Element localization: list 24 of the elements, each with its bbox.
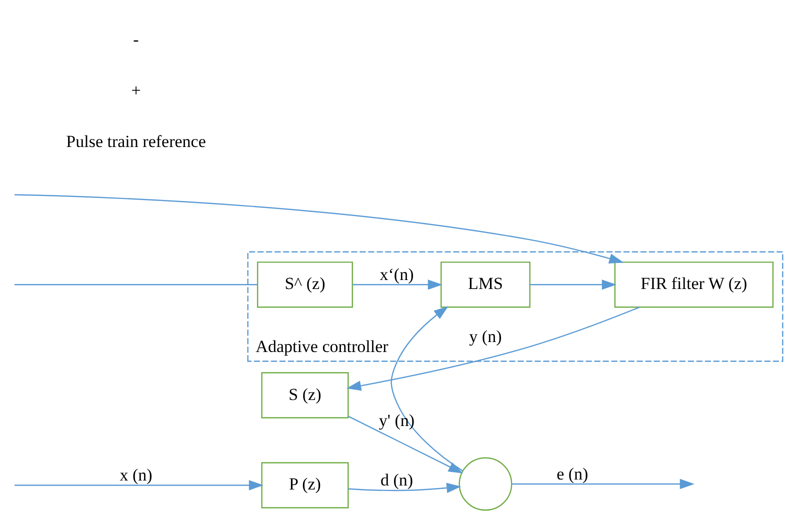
arrow [348, 416, 464, 474]
node-circle [458, 457, 512, 511]
arrow [390, 306, 464, 472]
node-box: LMS [440, 262, 530, 308]
arrow [348, 482, 462, 493]
node-box: S^ (z) [256, 262, 353, 308]
label: + [131, 80, 141, 100]
arrow [346, 306, 640, 391]
label: Pulse train reference [66, 132, 206, 151]
arrow [512, 478, 694, 490]
edge-label: d (n) [380, 470, 414, 490]
node-box: FIR filter W (z) [614, 262, 774, 308]
label: - [133, 30, 139, 49]
node-box: S (z) [261, 372, 349, 418]
arrow [14, 480, 264, 490]
arrow [352, 280, 442, 290]
edge-label: y (n) [469, 327, 502, 346]
node-box: P (z) [261, 462, 349, 508]
connector [14, 284, 258, 286]
arrow [530, 280, 616, 290]
arrow [14, 194, 624, 264]
edge-label: x (n) [120, 466, 152, 485]
edge-label: e (n) [556, 464, 588, 484]
edge-label: x‘(n) [380, 265, 414, 284]
